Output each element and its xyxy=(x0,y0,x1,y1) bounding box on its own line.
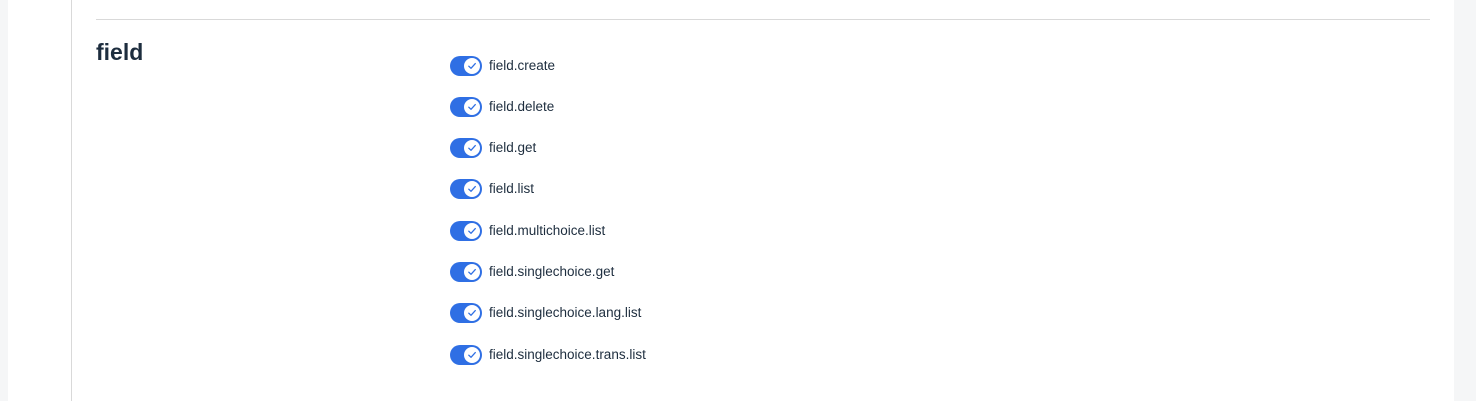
section-divider xyxy=(96,19,1430,20)
checkmark-icon xyxy=(464,222,480,239)
permission-label: field.get xyxy=(489,140,537,156)
permission-item-field-create: field.create xyxy=(450,55,646,76)
checkmark-icon xyxy=(464,57,480,74)
permission-label: field.delete xyxy=(489,98,555,114)
checkmark-icon xyxy=(464,305,480,322)
permission-list: field.create field.delete field.get fiel… xyxy=(450,55,646,385)
toggle-switch[interactable] xyxy=(450,55,482,76)
permission-item-field-singlechoice-trans-list: field.singlechoice.trans.list xyxy=(450,344,646,365)
toggle-switch[interactable] xyxy=(450,220,482,241)
checkmark-icon xyxy=(464,263,480,280)
permission-item-field-singlechoice-get: field.singlechoice.get xyxy=(450,261,646,282)
toggle-switch[interactable] xyxy=(450,96,482,117)
permissions-panel xyxy=(8,0,1454,401)
toggle-switch[interactable] xyxy=(450,303,482,324)
toggle-switch[interactable] xyxy=(450,179,482,200)
permission-item-field-list: field.list xyxy=(450,179,646,200)
permission-label: field.singlechoice.lang.list xyxy=(489,305,642,321)
permission-item-field-delete: field.delete xyxy=(450,96,646,117)
toggle-switch[interactable] xyxy=(450,344,482,365)
permission-label: field.multichoice.list xyxy=(489,222,606,238)
permission-item-field-multichoice-list: field.multichoice.list xyxy=(450,220,646,241)
permission-label: field.list xyxy=(489,181,535,197)
left-divider xyxy=(71,0,72,401)
checkmark-icon xyxy=(464,140,480,157)
permission-label: field.singlechoice.get xyxy=(489,263,615,279)
permission-item-field-singlechoice-lang-list: field.singlechoice.lang.list xyxy=(450,303,646,324)
permission-label: field.singlechoice.trans.list xyxy=(489,346,646,362)
toggle-switch[interactable] xyxy=(450,138,482,159)
permission-label: field.create xyxy=(489,57,556,73)
permission-item-field-get: field.get xyxy=(450,138,646,159)
toggle-switch[interactable] xyxy=(450,261,482,282)
checkmark-icon xyxy=(464,181,480,198)
section-title: field xyxy=(96,39,144,65)
checkmark-icon xyxy=(464,346,480,363)
checkmark-icon xyxy=(464,98,480,115)
